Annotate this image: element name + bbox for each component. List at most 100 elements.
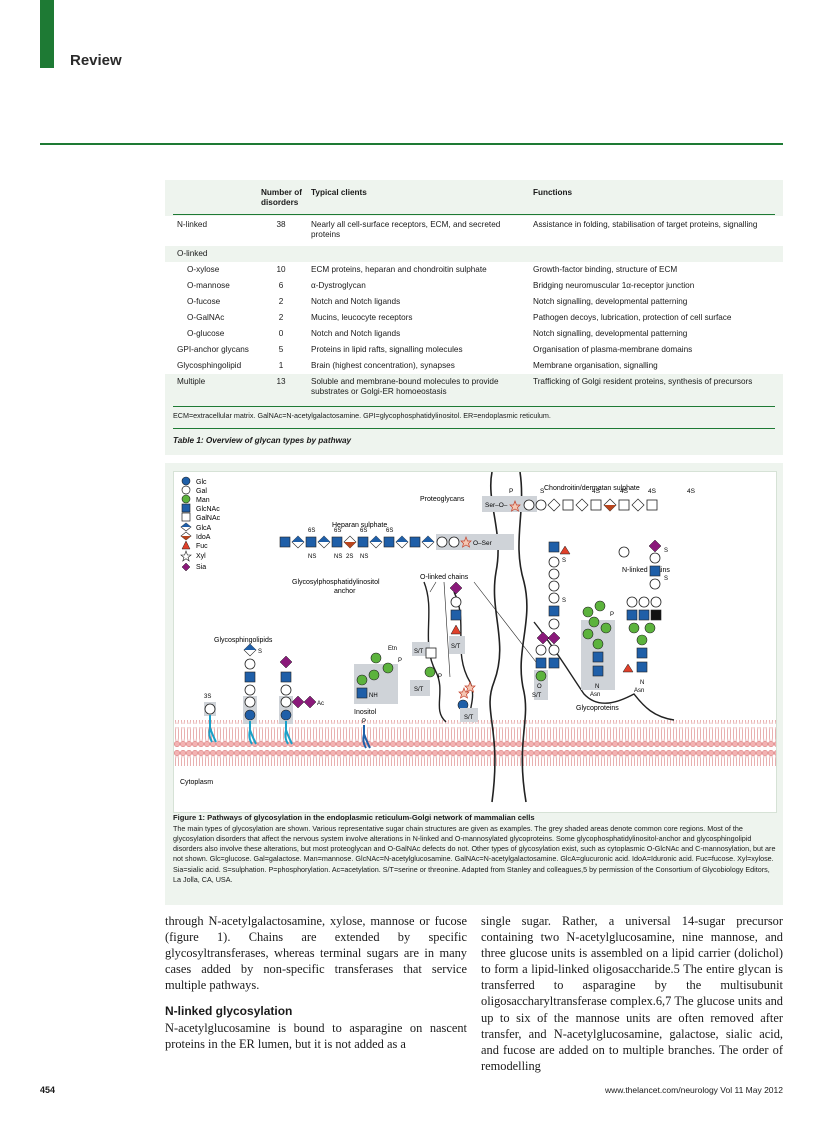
label-s: S bbox=[562, 558, 566, 564]
fuc-icon bbox=[450, 624, 462, 635]
glcnac-icon bbox=[356, 687, 368, 699]
subheading: N-linked glycosylation bbox=[165, 1004, 293, 1019]
label-3s: 3S bbox=[204, 694, 211, 700]
sia-icon bbox=[449, 581, 463, 595]
gal-icon bbox=[450, 596, 462, 608]
row-clients: Soluble and membrane-bound molecules to … bbox=[311, 377, 499, 397]
n-linked-structures: S S P N Asn bbox=[547, 539, 668, 698]
man-icon bbox=[370, 652, 382, 664]
gal-icon bbox=[244, 696, 256, 708]
fuc-icon bbox=[559, 545, 571, 555]
gal-icon bbox=[626, 596, 638, 608]
legend-glcnac: GlcNAc bbox=[196, 506, 220, 513]
label-s-t: S/T bbox=[464, 715, 474, 721]
o-linked-structures: S/T S/T P S/T S/T bbox=[410, 581, 478, 722]
gal-icon bbox=[535, 644, 547, 656]
row-functions: Notch signalling, developmental patterni… bbox=[533, 297, 688, 306]
man-icon bbox=[594, 600, 606, 612]
row-functions: Membrane organisation, signalling bbox=[533, 361, 658, 370]
chondroitin-chain: P S 4S 4S 4S 4S bbox=[509, 488, 696, 512]
glca-icon-top bbox=[318, 536, 330, 542]
label-asn: Asn bbox=[634, 688, 644, 694]
galnac-icon bbox=[618, 499, 630, 511]
label-p: P bbox=[509, 488, 513, 495]
row-number: 1 bbox=[278, 361, 284, 370]
row-functions: Growth-factor binding, structure of ECM bbox=[533, 265, 678, 274]
label-6s: 6S bbox=[360, 528, 367, 534]
glc-icon bbox=[244, 709, 256, 721]
glcnac-icon bbox=[548, 605, 560, 617]
label-glycoproteins: Glycoproteins bbox=[576, 705, 619, 712]
label-p: P bbox=[610, 612, 614, 618]
glcnac-icon bbox=[650, 609, 662, 621]
row-number: 10 bbox=[276, 265, 286, 274]
legend: Glc Gal Man GlcNAc GalNAc GlcA IdoA Fuc … bbox=[180, 476, 221, 572]
gal-icon bbox=[448, 536, 460, 548]
table-row: N-linked 38 Nearly all cell-surface rece… bbox=[165, 216, 783, 246]
table-1: Number of disorders Typical clients Func… bbox=[165, 180, 783, 455]
glc-icon bbox=[280, 709, 292, 721]
glycosphingolipid-structures: 3S S Ac bbox=[204, 643, 324, 745]
label-o-ser: O–Ser bbox=[473, 540, 493, 547]
fuc-icon bbox=[622, 663, 634, 673]
glca-icon-top bbox=[422, 536, 434, 542]
table-caption-label: Table 1: bbox=[173, 436, 204, 445]
label-s: S bbox=[562, 598, 566, 604]
paragraph: N-acetylglucosamine is bound to asparagi… bbox=[165, 1020, 467, 1051]
row-functions: Pathogen decoys, lubrication, protection… bbox=[533, 313, 732, 322]
core-shade bbox=[482, 496, 537, 512]
man-icon bbox=[644, 622, 656, 634]
header-number: Number of disorders bbox=[261, 188, 302, 208]
man-icon bbox=[582, 628, 594, 640]
label-cytoplasm: Cytoplasm bbox=[180, 779, 213, 786]
glcnac-icon bbox=[626, 609, 638, 621]
label-glycosphingolipids: Glycosphingolipids bbox=[214, 637, 273, 644]
fuc-icon bbox=[181, 540, 191, 550]
row-functions: Trafficking of Golgi resident proteins, … bbox=[533, 377, 753, 386]
row-type: O-linked bbox=[177, 249, 208, 258]
row-number: 0 bbox=[278, 329, 284, 338]
man-icon bbox=[588, 616, 600, 628]
gal-icon bbox=[523, 499, 535, 511]
label-s-t: S/T bbox=[532, 693, 542, 699]
figure-1: Glc Gal Man GlcNAc GalNAc GlcA IdoA Fuc … bbox=[165, 463, 783, 905]
label-n: N bbox=[640, 680, 644, 686]
glcnac-icon bbox=[279, 536, 291, 548]
gal-icon bbox=[548, 592, 560, 604]
core-shade bbox=[410, 680, 430, 696]
row-type: O-mannose bbox=[187, 281, 230, 290]
glcnac-icon bbox=[280, 671, 292, 683]
row-number: 38 bbox=[276, 220, 286, 229]
label-s: S bbox=[664, 548, 668, 554]
sia-icon bbox=[181, 562, 191, 572]
label-p: P bbox=[438, 674, 442, 680]
man-icon bbox=[356, 674, 368, 686]
section-color-bar bbox=[40, 0, 54, 68]
glcnac-icon bbox=[357, 536, 369, 548]
gal-icon bbox=[548, 580, 560, 592]
row-functions: Bridging neuromuscular 1α-receptor junct… bbox=[533, 281, 695, 290]
row-clients: Proteins in lipid rafts, signalling mole… bbox=[311, 345, 463, 354]
sia-icon bbox=[279, 655, 293, 669]
label-inositol: Inositol bbox=[354, 709, 377, 716]
glca-icon bbox=[547, 498, 561, 512]
gal-icon bbox=[548, 568, 560, 580]
legend-glca: GlcA bbox=[196, 525, 212, 532]
paragraph: single sugar. Rather, a universal 14-sug… bbox=[481, 914, 783, 1073]
label-o: O bbox=[537, 684, 542, 690]
glcnac-icon bbox=[244, 671, 256, 683]
table-caption: Table 1: Overview of glycan types by pat… bbox=[173, 436, 351, 446]
lipid-tail bbox=[362, 725, 371, 749]
label-ns: NS bbox=[308, 554, 316, 560]
row-number: 6 bbox=[278, 281, 284, 290]
gal-icon bbox=[436, 536, 448, 548]
row-type: Multiple bbox=[177, 377, 206, 386]
label-s-t: S/T bbox=[414, 649, 424, 655]
row-clients: Notch and Notch ligands bbox=[311, 297, 401, 306]
row-type: O-GalNAc bbox=[187, 313, 225, 322]
man-icon bbox=[636, 634, 648, 646]
row-functions: Notch signalling, developmental patterni… bbox=[533, 329, 688, 338]
xyl-icon bbox=[464, 681, 476, 693]
glcnac-icon bbox=[181, 503, 191, 513]
gal-icon bbox=[535, 499, 547, 511]
